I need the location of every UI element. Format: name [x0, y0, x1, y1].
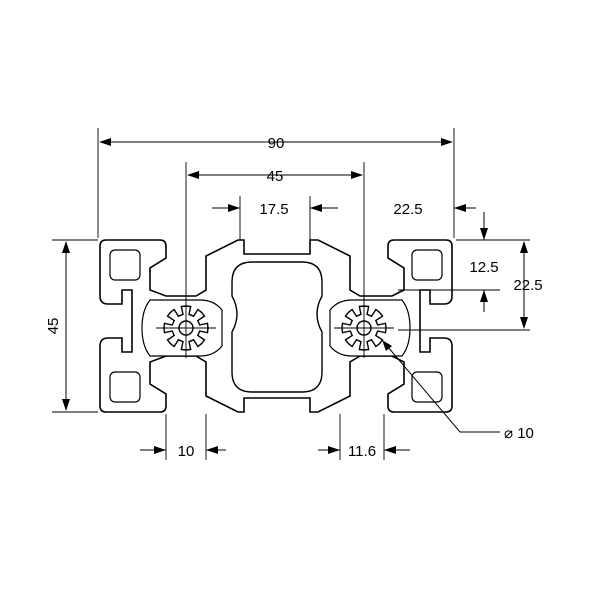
corner-pocket-top-right: [411, 249, 443, 281]
dim-slot-opening: 17.5: [259, 201, 288, 218]
dim-slot-width-left: 10: [178, 443, 195, 460]
corner-pocket-bottom-left: [109, 371, 141, 403]
dimension-lines: [52, 128, 530, 460]
left-core-bore: [156, 298, 216, 358]
dim-edge-to-slot: 22.5: [393, 201, 422, 218]
aluminum-profile: [99, 239, 453, 413]
dim-slot-offset-right: 12.5: [469, 259, 498, 276]
center-pocket: [231, 261, 323, 393]
dim-core-hole: ⌀ 10: [504, 425, 534, 442]
dimension-labels: 90 45 17.5 22.5 45 12.5 22.5 10 11.6 ⌀ 1…: [45, 135, 543, 460]
dim-slot-width-bottom: 11.6: [348, 443, 376, 460]
dim-half-height-right: 22.5: [513, 277, 542, 294]
corner-pocket-bottom-right: [411, 371, 443, 403]
right-core-bore: [334, 298, 394, 358]
dim-overall-width: 90: [268, 135, 285, 152]
corner-pocket-top-left: [109, 249, 141, 281]
dim-center-spacing: 45: [267, 168, 284, 185]
dim-overall-height: 45: [45, 318, 62, 335]
